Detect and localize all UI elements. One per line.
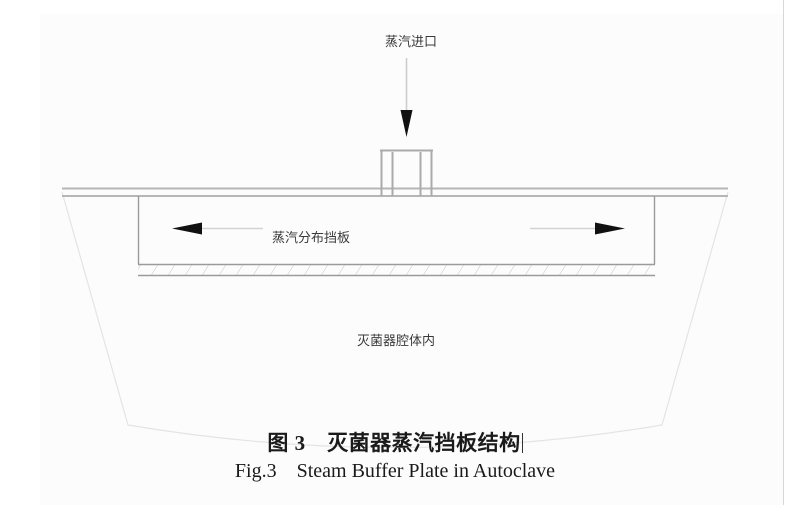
chamber-outline [61, 191, 729, 449]
caption-english: Fig.3 Steam Buffer Plate in Autoclave [234, 460, 556, 482]
arrow-down-icon [400, 110, 413, 137]
figure-caption: 图 3 灭菌器蒸汽挡板结构 Fig.3 Steam Buffer Plate i… [0, 430, 790, 484]
arrow-left-icon [172, 222, 202, 235]
label-steam-inlet: 蒸汽进口 [385, 34, 438, 49]
label-steam-distribution-baffle: 蒸汽分布挡板 [272, 230, 351, 245]
page-right-edge-line [783, 0, 784, 505]
text-cursor [521, 433, 523, 453]
caption-chinese-text: 图 3 灭菌器蒸汽挡板结构 [267, 431, 521, 455]
page-background-tint [40, 14, 784, 505]
label-inside-sterilizer-chamber: 灭菌器腔体内 [357, 333, 436, 348]
arrow-right-icon [595, 222, 625, 235]
caption-chinese: 图 3 灭菌器蒸汽挡板结构 [0, 430, 790, 456]
baffle-plate-hatching [138, 264, 655, 276]
